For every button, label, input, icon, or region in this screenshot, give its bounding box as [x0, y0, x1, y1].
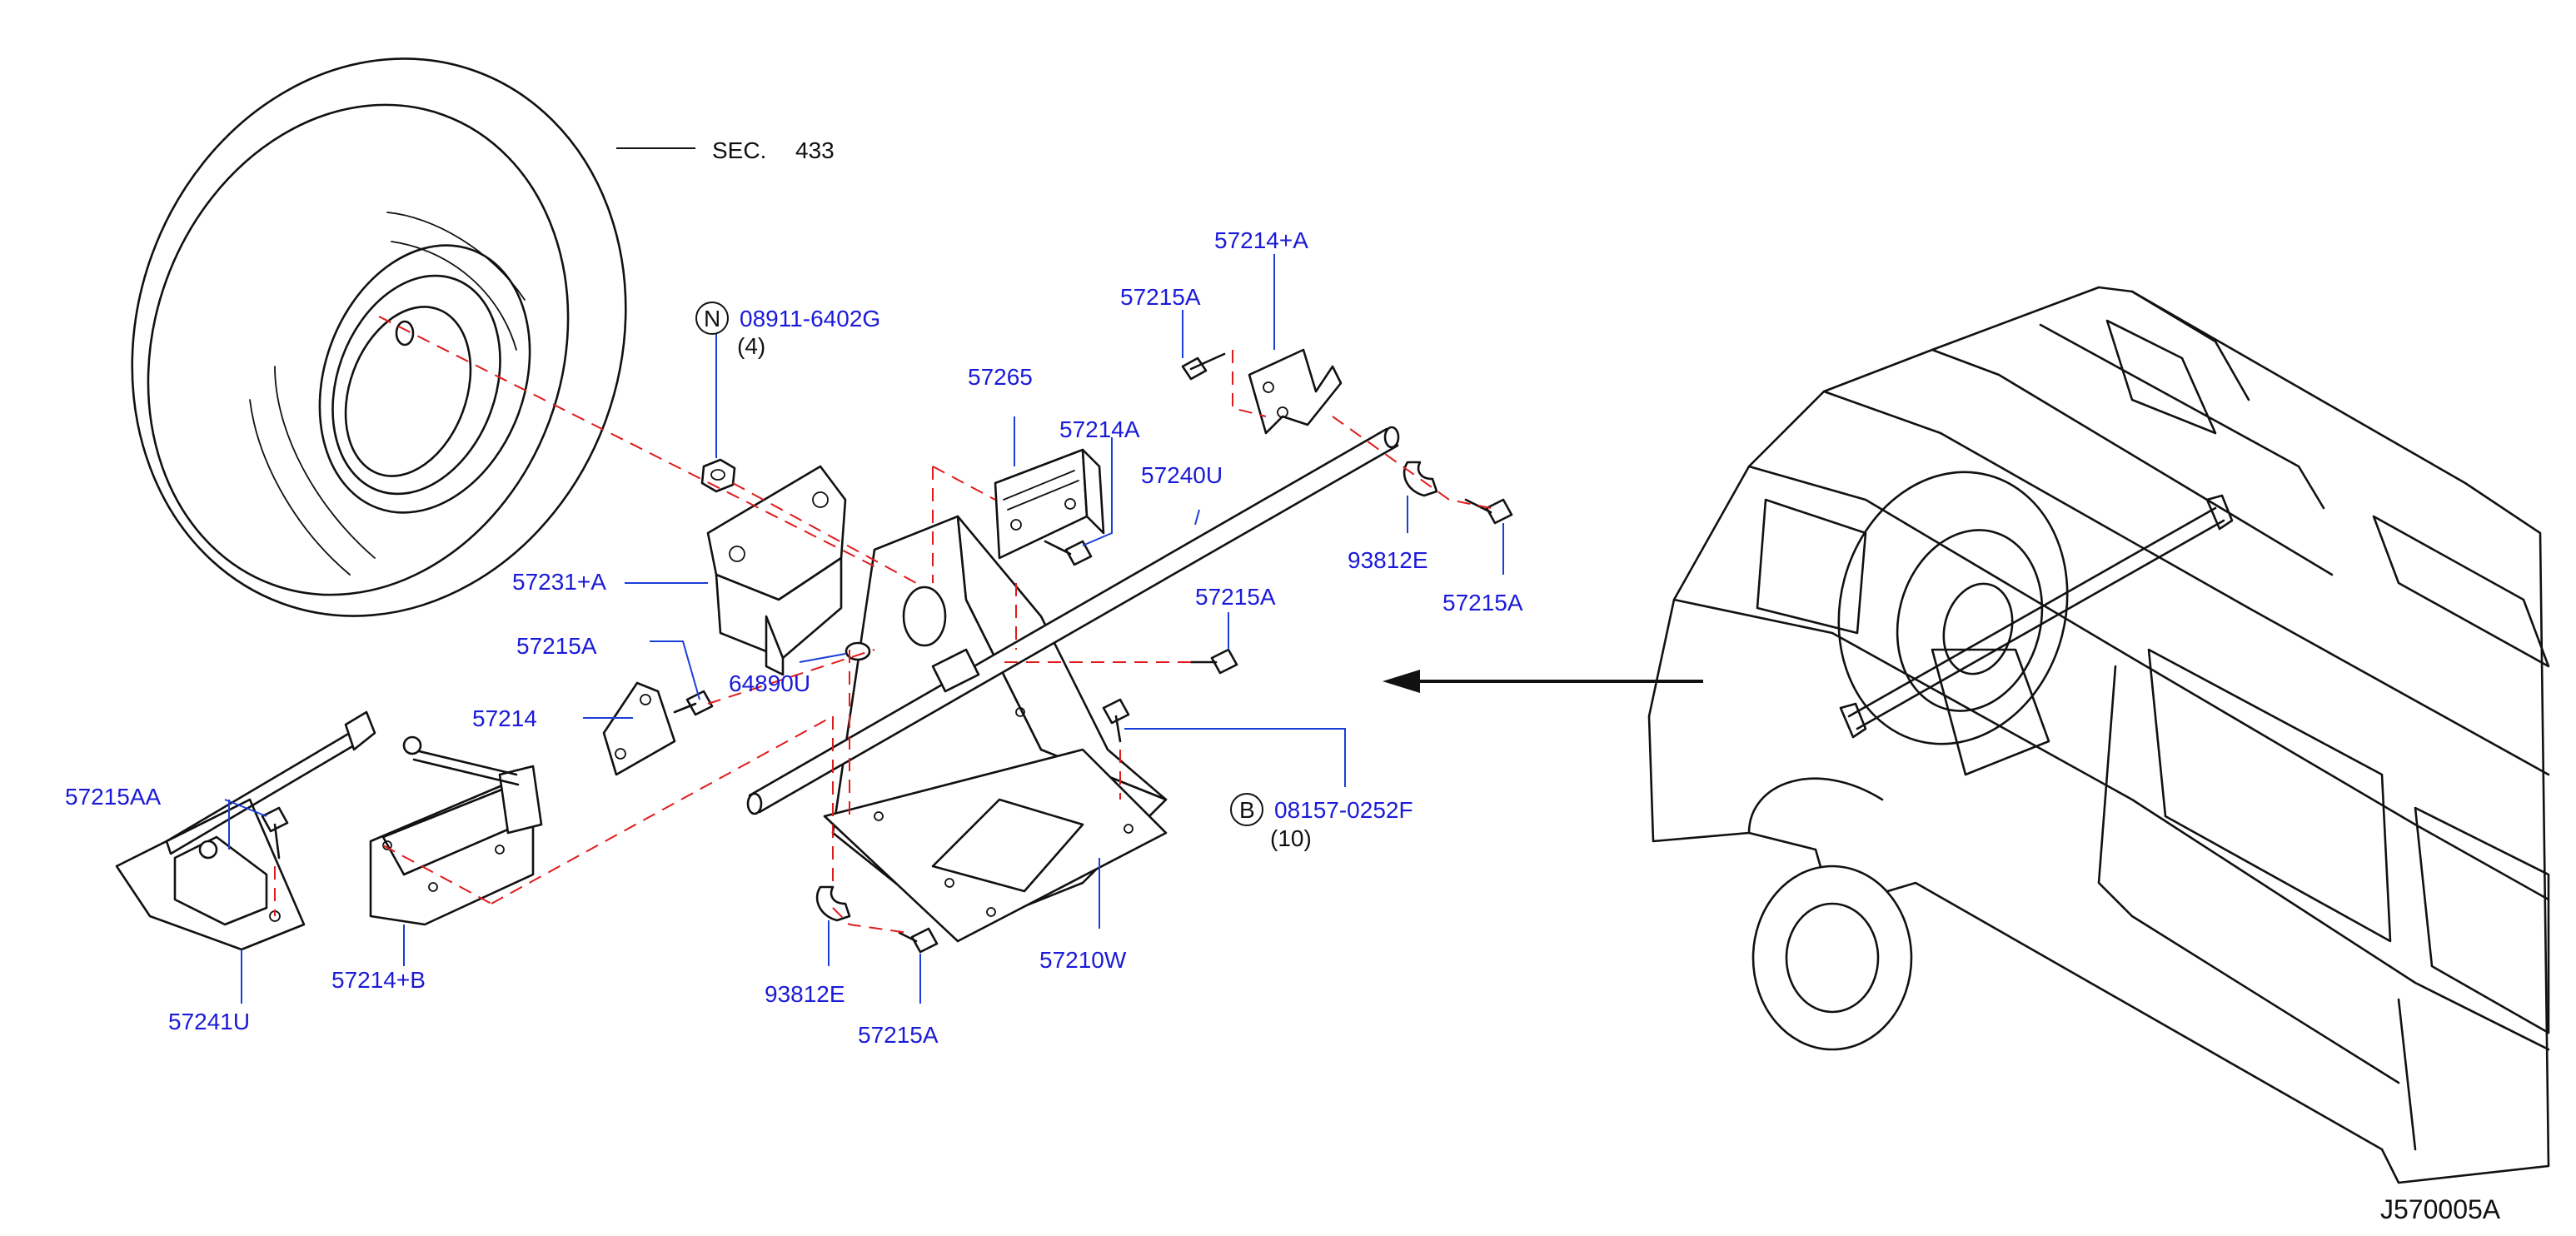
- b-badge-icon: [1230, 793, 1263, 826]
- bolt-57215a-left: [673, 690, 714, 716]
- clamp-93812e-bottom: [815, 885, 851, 922]
- label-57214a-plus: 57214+A: [1214, 227, 1308, 253]
- label-57265: 57265: [968, 364, 1033, 390]
- bolt-08157: [1102, 698, 1130, 743]
- label-08911-qty: (4): [737, 333, 765, 359]
- bolt-57214a: [1044, 540, 1093, 566]
- label-sec: SEC.: [712, 137, 766, 163]
- label-57215a-bottom: 57215A: [858, 1022, 939, 1048]
- label-57215a-left: 57215A: [516, 633, 597, 659]
- assembly-lines: [274, 316, 1492, 934]
- label-64890u: 64890U: [729, 670, 810, 696]
- bolt-57215aa: [261, 806, 289, 860]
- spare-tire: [131, 57, 627, 617]
- label-57214b: 57214+B: [331, 967, 426, 993]
- jack-57241u: [115, 710, 376, 951]
- carrier-stand-57210w: [823, 515, 1168, 943]
- label-93812e-bottom: 93812E: [765, 981, 845, 1007]
- pad-64890u: [845, 641, 871, 661]
- bracket-57214: [602, 681, 676, 776]
- label-57215a-mid: 57215A: [1195, 584, 1276, 610]
- label-08911-badge: N: [704, 306, 720, 331]
- label-57215aa: 57215AA: [65, 784, 162, 810]
- n-badge-icon: [695, 302, 729, 335]
- label-sec-number: 433: [795, 137, 835, 163]
- nut-08911: [700, 458, 736, 493]
- vehicle-outline: [1647, 286, 2550, 1184]
- tube-57240u: [746, 426, 1400, 815]
- label-57215a-top: 57215A: [1120, 284, 1201, 310]
- bolt-57215a-mid: [1189, 648, 1238, 675]
- label-08157-qty: (10): [1270, 825, 1312, 851]
- label-57231a: 57231+A: [512, 569, 606, 595]
- label-08157-badge: B: [1239, 797, 1255, 823]
- direction-arrow: [1383, 670, 1703, 693]
- bolt-57215a-bottom: [898, 927, 939, 954]
- plate-57265: [994, 448, 1105, 560]
- label-57215a-right: 57215A: [1442, 590, 1523, 616]
- label-93812e-top: 93812E: [1348, 547, 1428, 573]
- figure-code: J570005A: [2380, 1194, 2501, 1224]
- label-57214a: 57214A: [1059, 416, 1140, 442]
- bracket-57231a: [706, 465, 847, 676]
- clamp-93812e-top: [1403, 461, 1438, 497]
- callout-labels: SEC. 433 57214+A 57215A N 08911-6402G (4…: [65, 137, 2501, 1224]
- label-57210w: 57210W: [1039, 947, 1127, 973]
- label-08911: 08911-6402G: [740, 306, 880, 331]
- bolt-57215a-top: [1181, 352, 1226, 381]
- label-57240u: 57240U: [1141, 462, 1223, 488]
- label-08157: 08157-0252F: [1274, 797, 1413, 823]
- bracket-57214b: [369, 735, 543, 926]
- label-57214: 57214: [472, 705, 537, 731]
- bracket-57214a-top: [1248, 348, 1343, 435]
- leader-lines: [224, 147, 1504, 1004]
- bolt-57215a-right: [1464, 498, 1513, 525]
- label-57241u: 57241U: [168, 1009, 250, 1034]
